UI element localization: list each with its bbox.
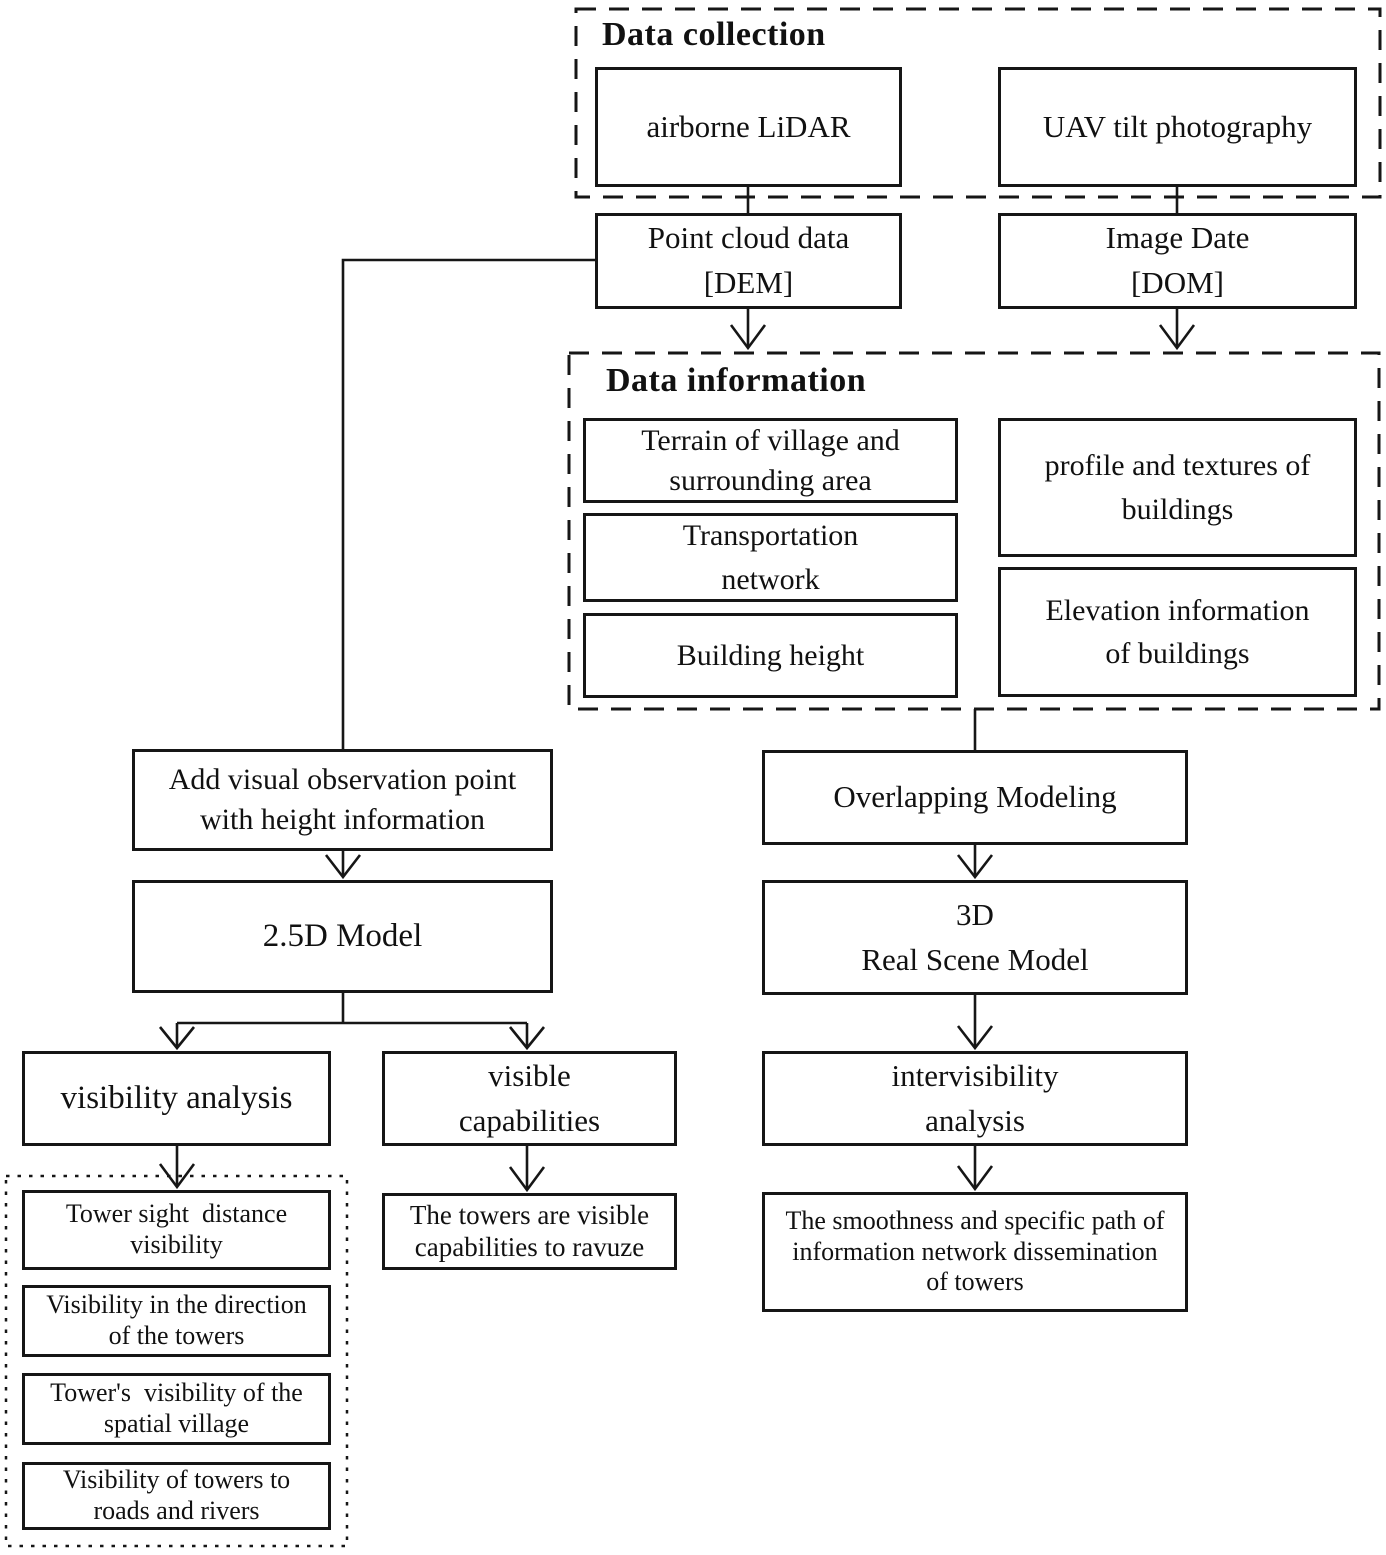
box-overlapping-modeling: Overlapping Modeling bbox=[762, 750, 1188, 845]
arrowhead-addvisual-25d bbox=[324, 854, 362, 880]
arrowhead-capabilities-ravuze bbox=[508, 1166, 546, 1193]
box-transportation-network: Transportation network bbox=[583, 513, 958, 602]
box-profile-textures: profile and textures of buildings bbox=[998, 418, 1357, 557]
box-airborne-lidar: airborne LiDAR bbox=[595, 67, 902, 187]
arrowhead-visibility-results bbox=[158, 1163, 196, 1190]
box-visibility-towers-roads: Visibility of towers to roads and rivers bbox=[22, 1462, 331, 1530]
box-visible-capabilities: visible capabilities bbox=[382, 1051, 677, 1146]
towers-visible-ravuze-label: The towers are visible capabilities to r… bbox=[409, 1199, 650, 1262]
box-smoothness-path: The smoothness and specific path of info… bbox=[762, 1192, 1188, 1312]
box-add-visual-point: Add visual observation point with height… bbox=[132, 749, 553, 851]
visible-capabilities-label: visible capabilities bbox=[458, 1057, 601, 1138]
connector-pointcloud-addvisual bbox=[341, 258, 595, 749]
box-intervisibility-analysis: intervisibility analysis bbox=[762, 1051, 1188, 1146]
arrowhead-imagedate-info bbox=[1158, 324, 1196, 351]
box-tower-sight-distance: Tower sight distance visibility bbox=[22, 1190, 331, 1270]
box-visibility-analysis: visibility analysis bbox=[22, 1051, 331, 1146]
3d-real-scene-model-label: 3D Real Scene Model bbox=[861, 896, 1089, 977]
arrowhead-overlapping-3d bbox=[956, 854, 994, 880]
arrowhead-3d-intervisibility bbox=[956, 1025, 994, 1051]
transportation-network-label: Transportation network bbox=[682, 519, 859, 596]
data-collection-title: Data collection bbox=[602, 16, 826, 53]
tower-sight-distance-label: Tower sight distance visibility bbox=[65, 1199, 288, 1259]
terrain-label: Terrain of village and surrounding area bbox=[641, 423, 900, 497]
box-uav-tilt-photography: UAV tilt photography bbox=[998, 67, 1357, 187]
intervisibility-analysis-label: intervisibility analysis bbox=[891, 1057, 1059, 1138]
profile-textures-label: profile and textures of buildings bbox=[1044, 449, 1311, 526]
add-visual-point-label: Add visual observation point with height… bbox=[168, 763, 517, 836]
visibility-towers-roads-label: Visibility of towers to roads and rivers bbox=[62, 1465, 291, 1525]
building-height-label: Building height bbox=[676, 638, 865, 672]
image-date-label: Image Date [DOM] bbox=[1105, 220, 1250, 300]
box-elevation-info: Elevation information of buildings bbox=[998, 567, 1357, 697]
smoothness-path-label: The smoothness and specific path of info… bbox=[785, 1205, 1165, 1297]
box-point-cloud-data: Point cloud data [DEM] bbox=[595, 213, 902, 309]
arrowhead-split-capabilities bbox=[508, 1026, 546, 1051]
box-image-date: Image Date [DOM] bbox=[998, 213, 1357, 309]
arrowhead-pointcloud-info bbox=[729, 324, 767, 351]
data-collection-dashed-border bbox=[574, 7, 1382, 199]
overlapping-modeling-label: Overlapping Modeling bbox=[833, 779, 1117, 815]
box-towers-visible-ravuze: The towers are visible capabilities to r… bbox=[382, 1193, 677, 1270]
airborne-lidar-label: airborne LiDAR bbox=[646, 108, 851, 144]
data-information-title: Data information bbox=[606, 362, 867, 399]
visibility-analysis-label: visibility analysis bbox=[60, 1079, 293, 1116]
box-25d-model: 2.5D Model bbox=[132, 880, 553, 993]
point-cloud-data-label: Point cloud data [DEM] bbox=[647, 220, 850, 300]
box-building-height: Building height bbox=[583, 613, 958, 698]
25d-model-label: 2.5D Model bbox=[262, 917, 423, 954]
uav-tilt-photography-label: UAV tilt photography bbox=[1042, 108, 1313, 144]
visibility-direction-towers-label: Visibility in the direction of the tower… bbox=[46, 1290, 307, 1350]
box-3d-real-scene-model: 3D Real Scene Model bbox=[762, 880, 1188, 995]
elevation-info-label: Elevation information of buildings bbox=[1045, 593, 1310, 671]
box-visibility-direction-towers: Visibility in the direction of the tower… bbox=[22, 1285, 331, 1357]
box-terrain: Terrain of village and surrounding area bbox=[583, 418, 958, 503]
arrowhead-split-visibility bbox=[158, 1026, 196, 1051]
towers-visibility-spatial-label: Tower's visibility of the spatial villag… bbox=[50, 1378, 303, 1438]
arrowhead-intervisibility-smoothness bbox=[956, 1165, 994, 1192]
box-towers-visibility-spatial: Tower's visibility of the spatial villag… bbox=[22, 1373, 331, 1445]
